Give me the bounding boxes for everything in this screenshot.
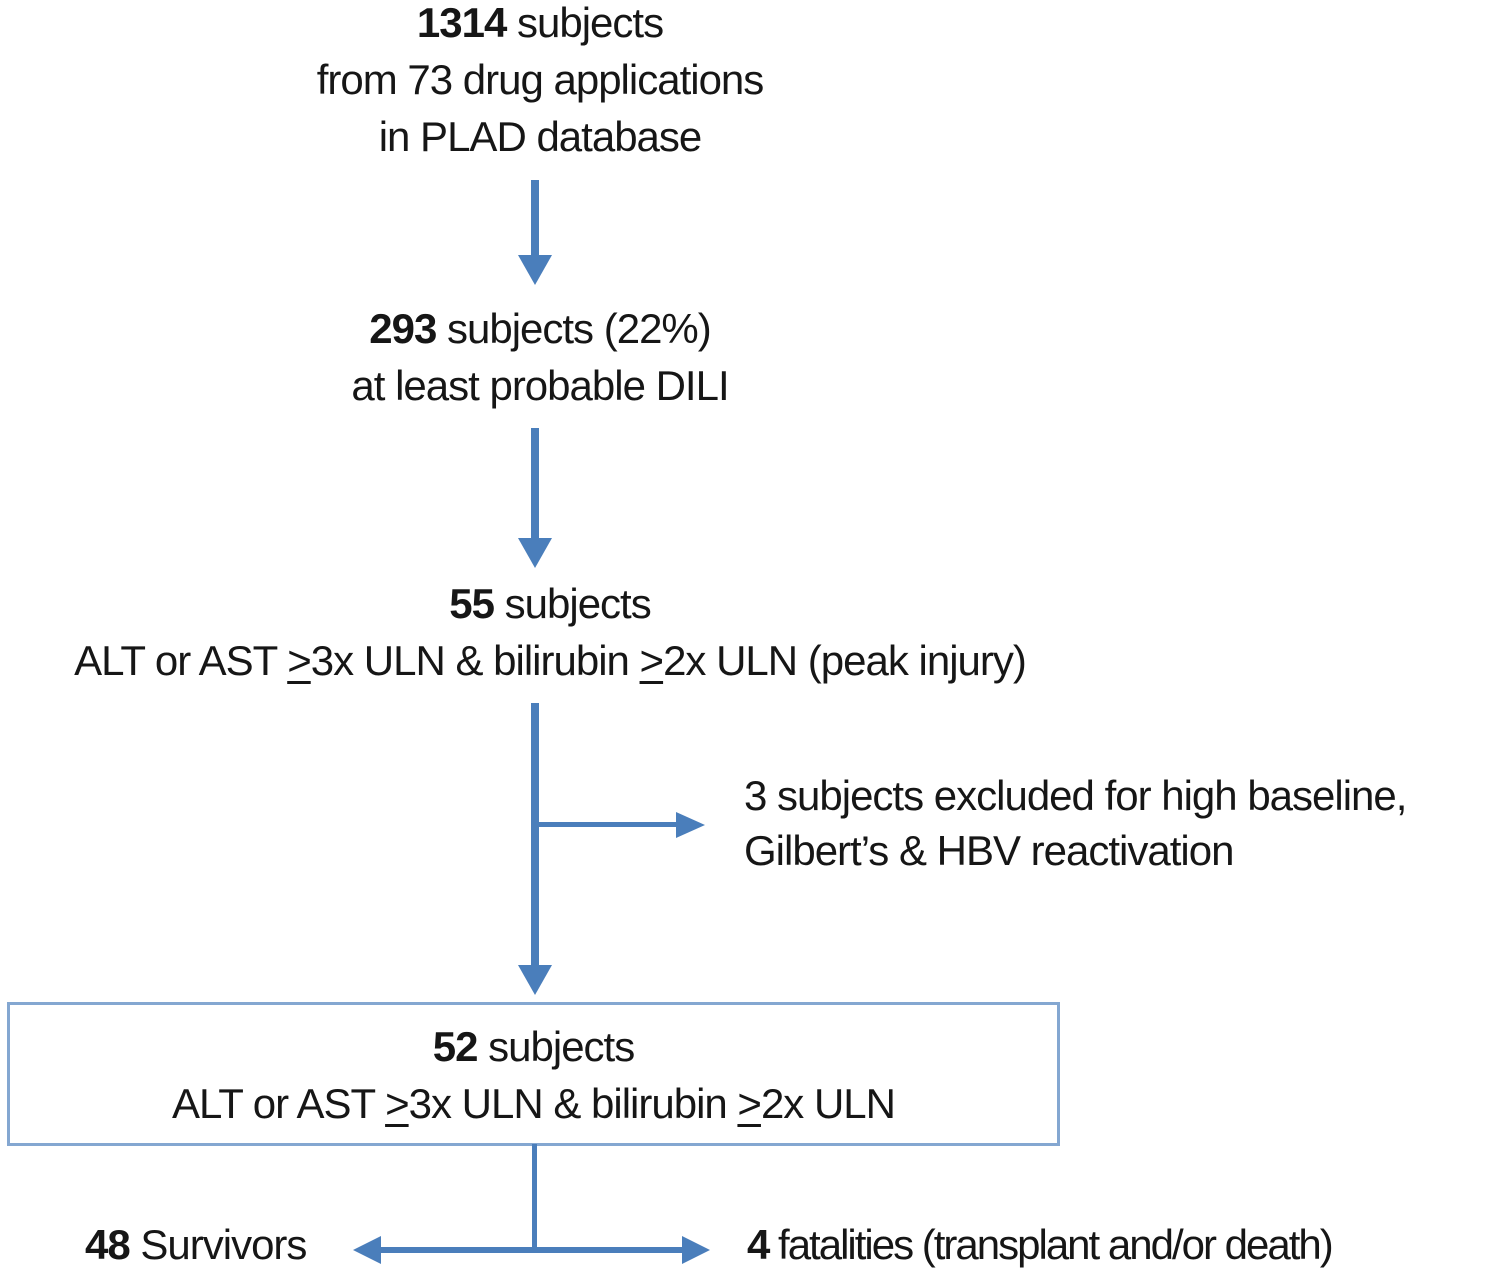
node-line: 55 subjects (0, 575, 1100, 632)
arrow-plad-to-dili-shaft (531, 180, 539, 256)
count-suffix: subjects (493, 580, 652, 627)
node-line: in PLAD database (378, 113, 703, 160)
criteria-line: ALT or AST >3x ULN & bilirubin >2x ULN (171, 1080, 896, 1127)
arrow-peak-to-final-head (518, 965, 552, 995)
arrow-dili-to-peak-head (518, 538, 552, 568)
exclusion-line: Gilbert’s & HBV reactivation (744, 827, 1234, 874)
node-plad-database: 1314 subjects from 73 drug applications … (0, 0, 1080, 165)
count-suffix: subjects (477, 1023, 635, 1070)
arrow-peak-to-final-shaft (531, 703, 539, 966)
arrow-outcomes-shaft (379, 1247, 683, 1253)
subject-count: 4 (747, 1221, 770, 1268)
node-peak-injury: 55 subjects ALT or AST >3x ULN & bilirub… (0, 575, 1100, 689)
subject-count: 52 (432, 1023, 479, 1070)
final-cohort-box: 52 subjects ALT or AST >3x ULN & bilirub… (7, 1002, 1060, 1146)
arrow-plad-to-dili-head (518, 255, 552, 285)
count-suffix: subjects (22%) (436, 305, 712, 352)
criteria-line: ALT or AST >3x ULN & bilirubin >2x ULN (… (74, 637, 1027, 684)
arrow-exclusion-branch-shaft (534, 822, 676, 827)
arrow-outcomes-left-head (353, 1236, 381, 1264)
node-line: 52 subjects (10, 1018, 1057, 1075)
node-excluded: 3 subjects excluded for high baseline, G… (744, 768, 1407, 878)
arrow-dili-to-peak-shaft (531, 428, 539, 539)
node-line: 293 subjects (22%) (0, 300, 1080, 357)
node-probable-dili: 293 subjects (22%) at least probable DIL… (0, 300, 1080, 414)
arrow-exclusion-branch-head (676, 812, 705, 838)
subject-count: 1314 (416, 0, 507, 46)
node-fatalities: 4 fatalities (transplant and/or death) (747, 1216, 1334, 1273)
exclusion-line: 3 subjects excluded for high baseline, (744, 772, 1407, 819)
node-line: 1314 subjects (0, 0, 1080, 51)
node-line: from 73 drug applications (316, 56, 765, 103)
arrow-outcomes-right-head (682, 1236, 710, 1264)
count-suffix: Survivors (129, 1221, 307, 1268)
count-suffix: subjects (506, 0, 664, 46)
stem-final-to-outcomes (532, 1144, 537, 1248)
node-survivors: 48 Survivors (85, 1216, 307, 1273)
subject-count: 48 (85, 1221, 131, 1268)
count-suffix: fatalities (transplant and/or death) (768, 1221, 1334, 1268)
subject-count: 55 (449, 580, 495, 627)
subject-count: 293 (369, 305, 437, 352)
node-line: at least probable DILI (351, 362, 729, 409)
